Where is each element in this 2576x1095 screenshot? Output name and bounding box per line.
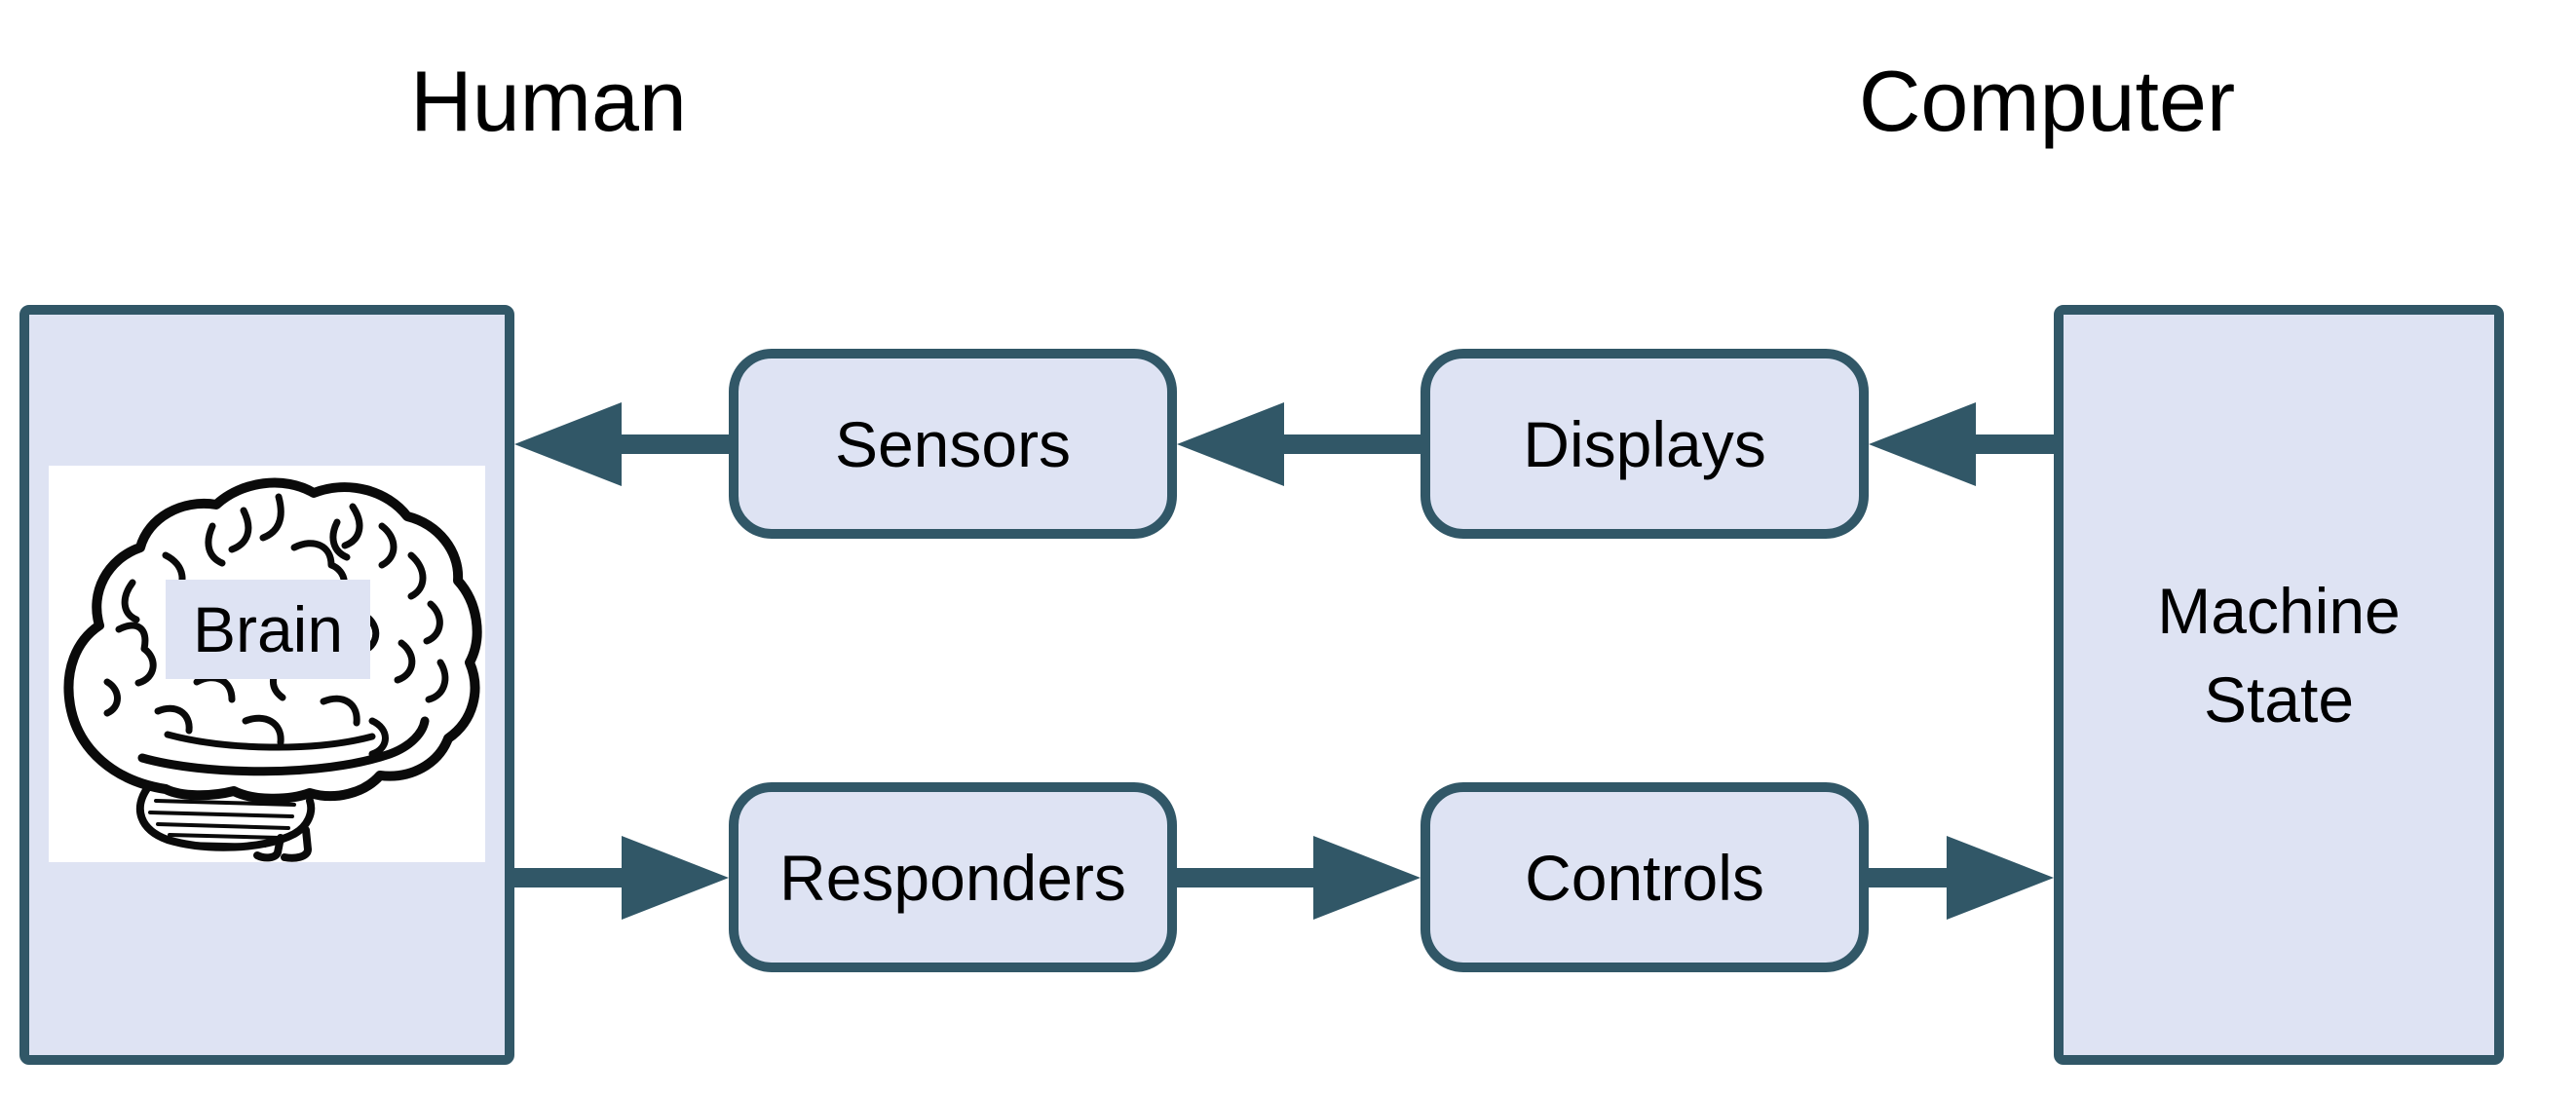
machine-state-label: Machine State — [2157, 574, 2401, 736]
sensors-node: Sensors — [729, 349, 1177, 539]
brain-sketch-svg — [63, 477, 482, 862]
arrow-displays-to-sensors — [1177, 402, 1421, 486]
arrow-responders-to-controls — [1177, 836, 1421, 920]
displays-node-label: Displays — [1523, 407, 1766, 480]
arrow-human-to-responders — [514, 836, 729, 920]
displays-node: Displays — [1421, 349, 1869, 539]
arrow-controls-to-machine-state — [1869, 836, 2054, 920]
sensors-node-label: Sensors — [834, 407, 1072, 480]
machine-state-node: Machine State — [2054, 305, 2504, 1065]
arrow-machine-state-to-displays — [1869, 402, 2054, 486]
arrow-sensors-to-human — [514, 402, 729, 486]
human-section-title: Human — [410, 53, 687, 149]
brain-node-label: Brain — [192, 593, 344, 665]
computer-section-title: Computer — [1858, 53, 2236, 149]
responders-node: Responders — [729, 782, 1177, 972]
brain-node: Brain — [166, 580, 370, 679]
controls-node-label: Controls — [1525, 841, 1764, 914]
controls-node: Controls — [1421, 782, 1869, 972]
responders-node-label: Responders — [779, 841, 1126, 914]
